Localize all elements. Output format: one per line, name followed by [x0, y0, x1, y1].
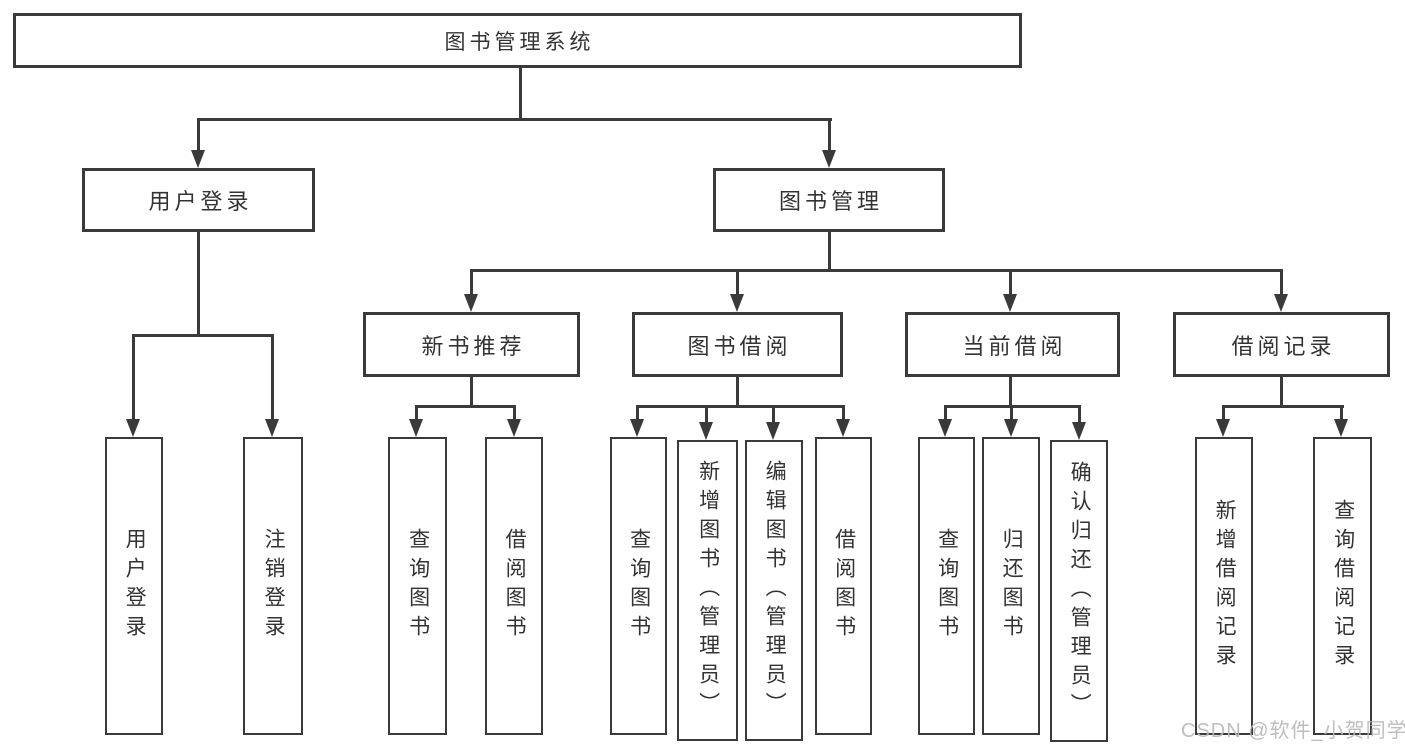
leaf-label: 查询图书 — [935, 528, 959, 644]
connector-line — [1222, 405, 1225, 421]
arrow-down-icon — [409, 419, 423, 437]
node-library-system: 图书管理系统 — [13, 13, 1022, 68]
leaf-edit-books-admin: 编辑图书（管理员） — [745, 440, 803, 741]
connector-line — [636, 405, 639, 421]
connector-line — [944, 405, 947, 421]
connector-line — [828, 232, 831, 272]
leaf-label: 借阅图书 — [503, 528, 527, 644]
connector-line — [415, 405, 516, 408]
arrow-down-icon — [699, 422, 713, 440]
node-user-login: 用户登录 — [82, 168, 315, 232]
arrow-down-icon — [1216, 419, 1230, 437]
leaf-borrow-books-borrowing: 借阅图书 — [815, 437, 872, 735]
node-label: 借阅记录 — [1231, 333, 1336, 359]
leaf-logout: 注销登录 — [243, 437, 303, 735]
leaf-label: 查询图书 — [406, 528, 430, 644]
arrow-down-icon — [1334, 419, 1348, 437]
leaf-label: 借阅图书 — [832, 528, 856, 644]
connector-line — [1009, 269, 1012, 296]
arrow-down-icon — [265, 419, 279, 437]
connector-line — [415, 405, 418, 421]
node-label: 用户登录 — [148, 189, 253, 214]
leaf-label: 归还图书 — [1000, 528, 1024, 644]
connector-line — [197, 118, 200, 152]
leaf-label: 查询图书 — [627, 528, 651, 644]
arrow-down-icon — [1274, 294, 1288, 312]
leaf-label: 新增借阅记录 — [1213, 499, 1237, 673]
leaf-label: 新增图书（管理员） — [696, 460, 720, 721]
node-label: 图书管理 — [778, 189, 883, 214]
connector-line — [470, 377, 473, 408]
connector-line — [1222, 405, 1344, 408]
connector-line — [842, 405, 845, 421]
leaf-query-borrow-record: 查询借阅记录 — [1313, 437, 1372, 735]
leaf-label: 确认归还（管理员） — [1068, 460, 1092, 722]
node-book-management: 图书管理 — [713, 168, 945, 232]
connector-line — [271, 334, 274, 421]
node-label: 图书管理系统 — [444, 30, 595, 54]
connector-line — [470, 269, 1283, 272]
leaf-label: 查询借阅记录 — [1331, 499, 1355, 673]
connector-line — [828, 118, 831, 152]
leaf-query-books-borrowing: 查询图书 — [610, 437, 667, 735]
node-label: 新书推荐 — [421, 333, 526, 359]
arrow-down-icon — [191, 150, 205, 168]
connector-line — [1010, 405, 1013, 421]
connector-line — [1009, 377, 1012, 408]
connector-line — [470, 269, 473, 296]
connector-line — [636, 405, 845, 408]
connector-line — [1078, 405, 1081, 424]
leaf-query-books-current: 查询图书 — [918, 437, 975, 735]
connector-line — [197, 118, 832, 121]
arrow-down-icon — [1004, 419, 1018, 437]
arrow-down-icon — [730, 294, 744, 312]
arrow-down-icon — [507, 419, 521, 437]
arrow-down-icon — [836, 419, 850, 437]
connector-line — [132, 334, 135, 421]
arrow-down-icon — [766, 422, 780, 440]
connector-line — [736, 377, 739, 408]
arrow-down-icon — [822, 150, 836, 168]
connector-line — [772, 405, 775, 424]
leaf-add-borrow-record: 新增借阅记录 — [1195, 437, 1253, 735]
connector-line — [1280, 269, 1283, 296]
connector-line — [736, 269, 739, 296]
connector-line — [519, 68, 522, 120]
arrow-down-icon — [126, 419, 140, 437]
arrow-down-icon — [938, 419, 952, 437]
connector-line — [705, 405, 708, 424]
leaf-user-login: 用户登录 — [105, 437, 163, 735]
leaf-label: 注销登录 — [262, 528, 286, 644]
connector-line — [197, 232, 200, 336]
connector-line — [513, 405, 516, 421]
leaf-label: 编辑图书（管理员） — [763, 460, 787, 721]
leaf-confirm-return-admin: 确认归还（管理员） — [1050, 440, 1108, 742]
leaf-return-books: 归还图书 — [982, 437, 1040, 735]
node-book-borrowing: 图书借阅 — [632, 312, 843, 377]
node-current-borrowing: 当前借阅 — [905, 312, 1120, 377]
connector-line — [1280, 377, 1283, 408]
connector-line — [1340, 405, 1343, 421]
arrow-down-icon — [1003, 294, 1017, 312]
arrow-down-icon — [630, 419, 644, 437]
leaf-borrow-books-recommend: 借阅图书 — [485, 437, 543, 735]
watermark: CSDN @软件_小贺同学 — [1181, 720, 1405, 742]
node-new-book-recommend: 新书推荐 — [363, 312, 580, 377]
node-label: 当前借阅 — [962, 333, 1067, 359]
leaf-add-books-admin: 新增图书（管理员） — [677, 440, 738, 741]
node-borrow-records: 借阅记录 — [1173, 312, 1390, 377]
arrow-down-icon — [1072, 422, 1086, 440]
leaf-query-books-recommend: 查询图书 — [388, 437, 447, 735]
connector-line — [132, 334, 274, 337]
leaf-label: 用户登录 — [123, 528, 147, 644]
arrow-down-icon — [464, 294, 478, 312]
node-label: 图书借阅 — [687, 333, 792, 359]
